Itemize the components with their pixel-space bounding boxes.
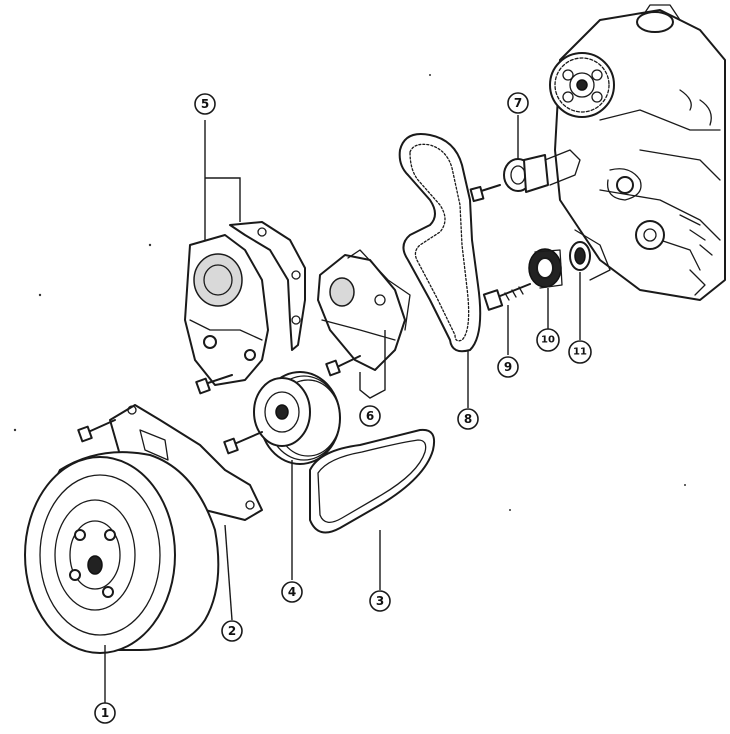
callout-4-label: 4 <box>288 585 296 599</box>
callout-1: 1 <box>94 702 116 724</box>
callout-9: 9 <box>497 356 519 378</box>
callout-10-label: 10 <box>541 335 555 346</box>
crankshaft-oil-seal <box>569 241 591 271</box>
callout-9-label: 9 <box>504 360 512 374</box>
callout-6-label: 6 <box>366 409 374 423</box>
camshaft-sprocket <box>549 52 615 118</box>
callout-2: 2 <box>221 620 243 642</box>
callout-4: 4 <box>281 581 303 603</box>
callout-1-label: 1 <box>101 706 109 720</box>
callout-7: 7 <box>507 92 529 114</box>
crankshaft-sprocket <box>528 248 563 289</box>
callout-8: 8 <box>457 408 479 430</box>
oil-cap <box>636 11 674 33</box>
callout-10: 10 <box>536 328 560 352</box>
callout-5: 5 <box>194 93 216 115</box>
engine-block <box>554 4 726 301</box>
v-belt <box>309 428 436 534</box>
lower-timing-cover <box>317 249 411 377</box>
crankshaft-pulley-bolt <box>482 283 531 311</box>
callout-11: 11 <box>568 340 592 364</box>
callout-2-label: 2 <box>228 624 236 638</box>
callout-11-label: 11 <box>573 347 587 358</box>
callout-7-label: 7 <box>514 96 522 110</box>
callout-6: 6 <box>359 405 381 427</box>
callout-3: 3 <box>369 590 391 612</box>
callout-8-label: 8 <box>464 412 472 426</box>
callout-5-label: 5 <box>201 97 209 111</box>
leader-lines <box>104 115 581 703</box>
callout-3-label: 3 <box>376 594 384 608</box>
upper-timing-cover <box>184 221 306 395</box>
print-speckles <box>13 74 686 511</box>
tensioner-pulley <box>469 149 581 203</box>
crankshaft-pulley <box>223 371 341 465</box>
timing-belt <box>398 133 482 353</box>
road-wheel <box>24 451 220 654</box>
